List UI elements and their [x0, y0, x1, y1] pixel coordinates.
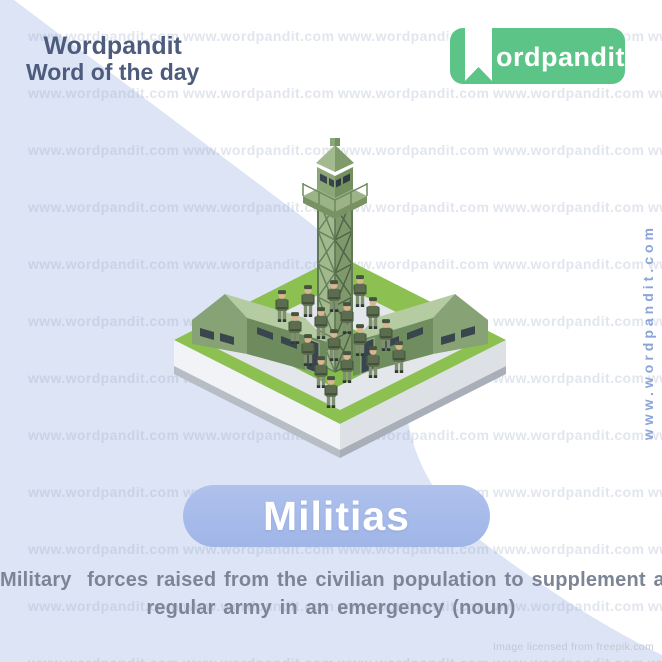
image-credit: Image licensed from freepik.com — [492, 641, 654, 653]
watermark-text: www.wordpandit.com — [28, 199, 180, 215]
watermark-text: www.wordpandit.com — [28, 655, 179, 662]
watermark-text: www.wordpandit.com — [493, 484, 645, 500]
watermark-text: www.wordpandit.com — [648, 256, 662, 272]
watermark-text: www.wordpandit.com — [28, 598, 180, 614]
watermark-text: www.wordpandit.com — [648, 28, 662, 44]
watermark-text: www.wordpandit.com — [493, 541, 645, 557]
watermark-text: www.wordpandit.com — [493, 370, 645, 386]
watermark-text: www.wordpandit.com — [338, 85, 490, 101]
soldier — [275, 290, 289, 322]
watermark-text: www.wordpandit.com — [648, 484, 662, 500]
soldier — [288, 312, 302, 344]
vertical-watermark: www.wordpandit.com — [640, 224, 656, 441]
soldier — [314, 307, 328, 339]
watermark-text: www.wordpandit.com — [338, 655, 489, 662]
soldier — [301, 285, 315, 317]
word-pill: Militias — [183, 485, 490, 547]
watermark-text: www.wordpandit.com — [183, 598, 335, 614]
watermark-text: www.wordpandit.com — [493, 655, 644, 662]
watermark-text: www.wordpandit.com — [28, 256, 180, 272]
watermark-text: www.wordpandit.com — [28, 427, 180, 443]
soldier — [340, 302, 354, 334]
watermark-text: www.wordpandit.com — [28, 28, 180, 44]
soldier — [392, 341, 406, 373]
watermark-text: www.wordpandit.com — [183, 655, 334, 662]
soldiers-formation — [275, 275, 406, 408]
soldier — [314, 356, 328, 388]
watermark-text: www.wordpandit.com — [493, 313, 645, 329]
watermark-text: www.wordpandit.com — [183, 28, 335, 44]
definition-text: Military forces raised from the civilian… — [0, 566, 662, 622]
watermark-text: www.wordpandit.com — [493, 142, 645, 158]
brand-subtitle: Word of the day — [26, 59, 200, 85]
soldier — [301, 334, 315, 366]
soldier — [379, 319, 393, 351]
wordpandit-logo-badge: ordpandit — [450, 18, 625, 84]
watermark-text: www.wordpandit.com — [648, 370, 662, 386]
soldier — [324, 376, 338, 408]
soldier — [353, 275, 367, 307]
watermark-text: www.wordpandit.com — [183, 199, 335, 215]
watermark-text: www.wordpandit.com — [493, 199, 645, 215]
word-of-the-day: Militias — [263, 492, 410, 539]
soldier — [353, 324, 367, 356]
watermark-text: www.wordpandit.com — [648, 541, 662, 557]
watermark-text: www.wordpandit.com — [183, 142, 335, 158]
soldier — [366, 297, 380, 329]
watermark-text: www.wordpandit.com — [183, 85, 335, 101]
soldier — [366, 346, 380, 378]
soldier — [327, 329, 341, 361]
watermark-text: www.wordpandit.com — [338, 142, 490, 158]
brand-block: Wordpandit Word of the day — [26, 32, 199, 86]
watermark-text: www.wordpandit.com — [493, 427, 645, 443]
definition-line-1: Military forces raised from the civilian… — [0, 569, 662, 591]
watermark-text: www.wordpandit.com — [338, 256, 490, 272]
watermark-text: www.wordpandit.com — [183, 256, 335, 272]
watermark-text: www.wordpandit.com — [493, 598, 645, 614]
watermark-text: www.wordpandit.com — [28, 142, 180, 158]
watermark-text: www.wordpandit.com — [338, 199, 490, 215]
watermark-text: www.wordpandit.com — [648, 427, 662, 443]
watermark-text: www.wordpandit.com — [648, 598, 662, 614]
watermark-text: www.wordpandit.com — [493, 256, 645, 272]
watermark-text: www.wordpandit.com — [648, 142, 662, 158]
watermark-text: www.wordpandit.com — [28, 313, 180, 329]
watermark-text: www.wordpandit.com — [648, 85, 662, 101]
definition-line-2: regular army in an emergency (noun) — [146, 597, 516, 619]
bookmark-ribbon-icon — [465, 18, 492, 81]
watermark-text: www.wordpandit.com — [28, 85, 180, 101]
watermark-text: www.wordpandit.com — [28, 370, 180, 386]
watermark-text: www.wordpandit.com — [648, 655, 662, 662]
brand-title: Wordpandit — [43, 32, 182, 60]
soldier — [340, 351, 354, 383]
watermark-text: www.wordpandit.com — [28, 541, 180, 557]
watermark-text: www.wordpandit.com — [648, 199, 662, 215]
soldier — [327, 280, 341, 312]
watermark-text: www.wordpandit.com — [338, 598, 490, 614]
watermark-text: www.wordpandit.com — [648, 313, 662, 329]
badge-text: ordpandit — [496, 42, 625, 72]
watermark-text: www.wordpandit.com — [493, 85, 645, 101]
watermark-text: www.wordpandit.com — [28, 484, 180, 500]
